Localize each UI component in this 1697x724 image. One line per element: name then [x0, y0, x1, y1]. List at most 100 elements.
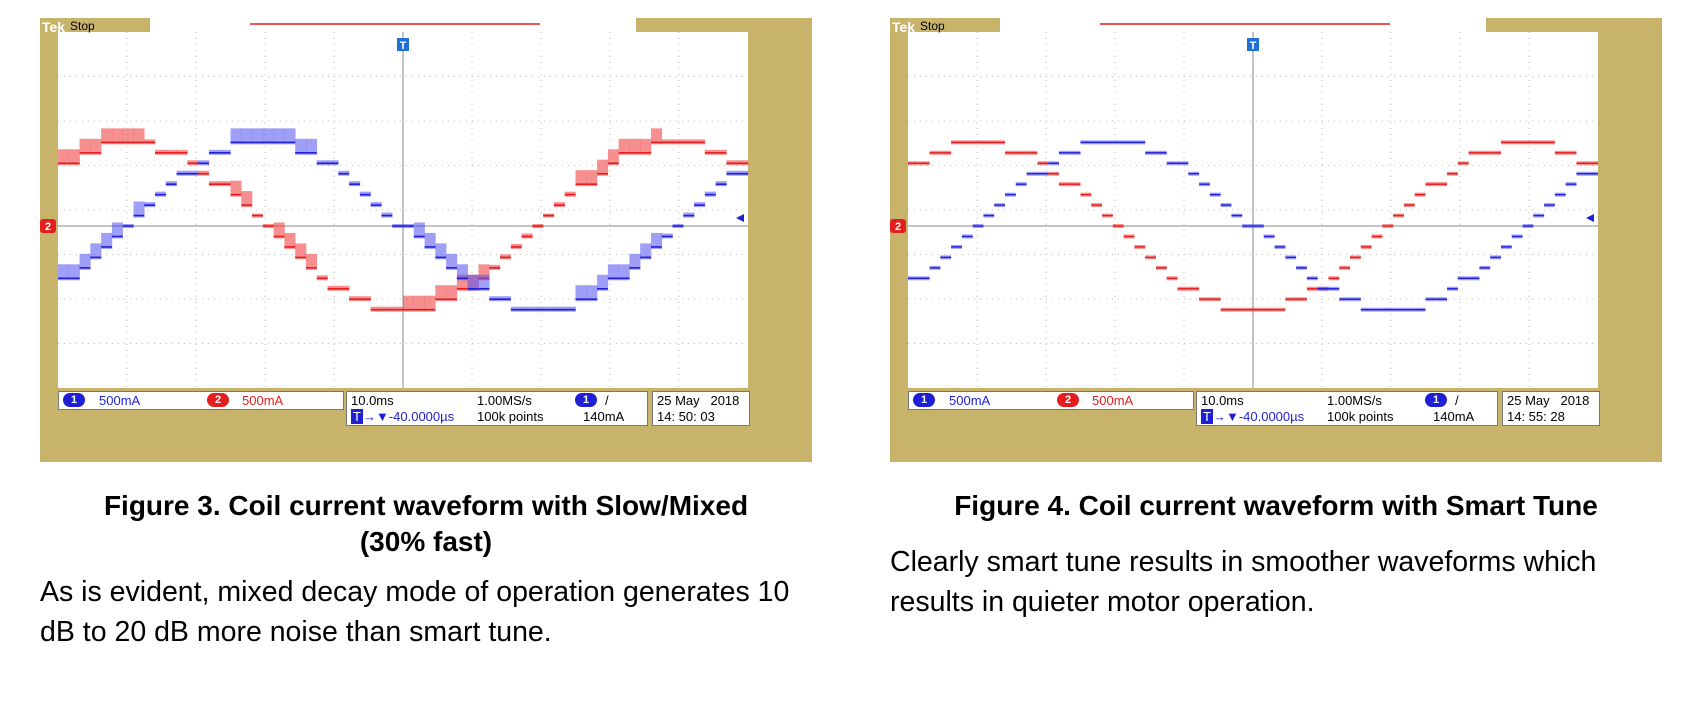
ch2-badge: 2 [1057, 393, 1079, 407]
ch2-trace-step [456, 274, 468, 291]
ch1-badge: 1 [63, 393, 85, 407]
ch1-trace-step [446, 253, 458, 270]
ch2-trace-step [629, 138, 641, 155]
timebase: 10.0ms [351, 393, 394, 408]
oscilloscope-waveform: T2 [890, 18, 1598, 388]
ch1-trace-step [68, 264, 80, 281]
ch1-trace-step [273, 128, 285, 145]
caption-line: Figure 4. Coil current waveform with Sma… [954, 490, 1598, 521]
ch1-trace-step [241, 128, 253, 145]
ch1-trace-step [79, 253, 91, 270]
figure-caption: Figure 4. Coil current waveform with Sma… [890, 488, 1662, 524]
trigger-level-arrow [736, 214, 744, 223]
ch2-ground-marker [890, 219, 906, 234]
ch2-badge: 2 [207, 393, 229, 407]
acquisition-state: Stop [920, 19, 945, 33]
ch1-trace-step [284, 128, 296, 145]
ch2-trace-step [295, 243, 307, 260]
figure-caption: Figure 3. Coil current waveform with Slo… [40, 488, 812, 560]
ch2-trace-step [68, 149, 80, 166]
channel-readout-box: 1 500mA 2 500mA [908, 391, 1194, 410]
ch2-trace-step [607, 149, 619, 166]
trigger-marker [1247, 38, 1259, 51]
ch2-trace-step [111, 128, 123, 145]
acquisition-state: Stop [70, 19, 95, 33]
ch2-trace-step [230, 180, 242, 197]
ch2-trace-step [284, 232, 296, 249]
ch1-trace-step [650, 232, 663, 249]
channel-readout-box: 1 500mA 2 500mA [58, 391, 344, 410]
ch2-trace-step [618, 138, 630, 155]
ch2-trace-step [273, 222, 285, 239]
ch1-trace-step [586, 285, 598, 302]
ch2-trace-step [305, 253, 318, 270]
ch2-scale: 500mA [242, 393, 284, 408]
datetime-box: 25 May 2018 14: 50: 03 [652, 391, 750, 426]
trigger-level: 140mA [583, 409, 625, 424]
ch2-trace-step [79, 138, 91, 155]
trigger-marker [397, 38, 409, 51]
ch1-trace-step [640, 243, 652, 260]
record-length: 100k points [1327, 409, 1394, 424]
oscilloscope-waveform: T2 [40, 18, 749, 388]
trigger-level-arrow [1586, 214, 1594, 223]
datetime-box: 25 May 2018 14: 55: 28 [1502, 391, 1600, 426]
ch2-ground-marker [40, 219, 56, 234]
ch2-trace-step [413, 295, 425, 312]
ch1-trace-step [629, 253, 641, 270]
ch1-trace-step [262, 128, 274, 145]
ch2-trace-step [446, 285, 458, 302]
ch2-trace-step [586, 170, 598, 187]
ch2-trace-step [435, 285, 447, 302]
tek-logo: Tek [892, 19, 916, 35]
ch1-trace-step [413, 222, 425, 239]
ch2-trace-step [575, 170, 587, 187]
ch2-ground-marker-label: 2 [895, 221, 901, 233]
ch1-trace-step [424, 232, 436, 249]
ch2-trace-step [597, 159, 609, 176]
trigger-offset: T→▼-40.0000µs [351, 409, 455, 424]
ch1-trace-step [295, 138, 307, 155]
ch1-trace-step [230, 128, 242, 145]
ch1-trace-step [607, 264, 619, 281]
ch1-scale: 500mA [949, 393, 991, 408]
ch2-trace-step [58, 149, 70, 166]
ch1-trace-step [467, 274, 479, 291]
ch1-trace-step [111, 222, 123, 239]
tek-logo: Tek [42, 19, 66, 35]
ch1-trace-step [133, 201, 145, 218]
trigger-source-badge: 1 [575, 393, 597, 407]
ch1-trace-step [478, 274, 490, 291]
ch2-trace-step [403, 295, 415, 312]
ch1-trace-step [435, 243, 447, 260]
trigger-marker-label: T [400, 40, 407, 52]
time: 14: 55: 28 [1507, 409, 1565, 424]
ch2-trace-step [241, 191, 253, 208]
time: 14: 50: 03 [657, 409, 715, 424]
ch2-trace-step [122, 128, 134, 145]
ch2-trace-step [424, 295, 436, 312]
ch1-trace-step [575, 285, 587, 302]
ch2-trace-step [133, 128, 145, 145]
caption-line: Figure 3. Coil current waveform with Slo… [103, 490, 749, 521]
ch2-trace-step [640, 138, 652, 155]
ch1-trace-step [58, 264, 70, 281]
trigger-offset: T→▼-40.0000µs [1201, 409, 1305, 424]
ch2-scale: 500mA [1092, 393, 1134, 408]
ch2-trace-step [478, 264, 490, 281]
timebase-readout-box: 10.0ms 1.00MS/s 1 / T→▼-40.0000µs 100k p… [1196, 391, 1498, 426]
ch2-trace-step [90, 138, 102, 155]
ch2-trace-step [101, 128, 113, 145]
date: 25 May 2018 [1507, 393, 1590, 408]
ch1-trace-step [618, 264, 630, 281]
timebase: 10.0ms [1201, 393, 1244, 408]
trigger-slope: / [605, 393, 609, 408]
date: 25 May 2018 [657, 393, 740, 408]
ch2-ground-marker-label: 2 [45, 221, 51, 233]
status-bar [150, 18, 636, 32]
figure-description: Clearly smart tune results in smoother w… [890, 546, 1597, 618]
